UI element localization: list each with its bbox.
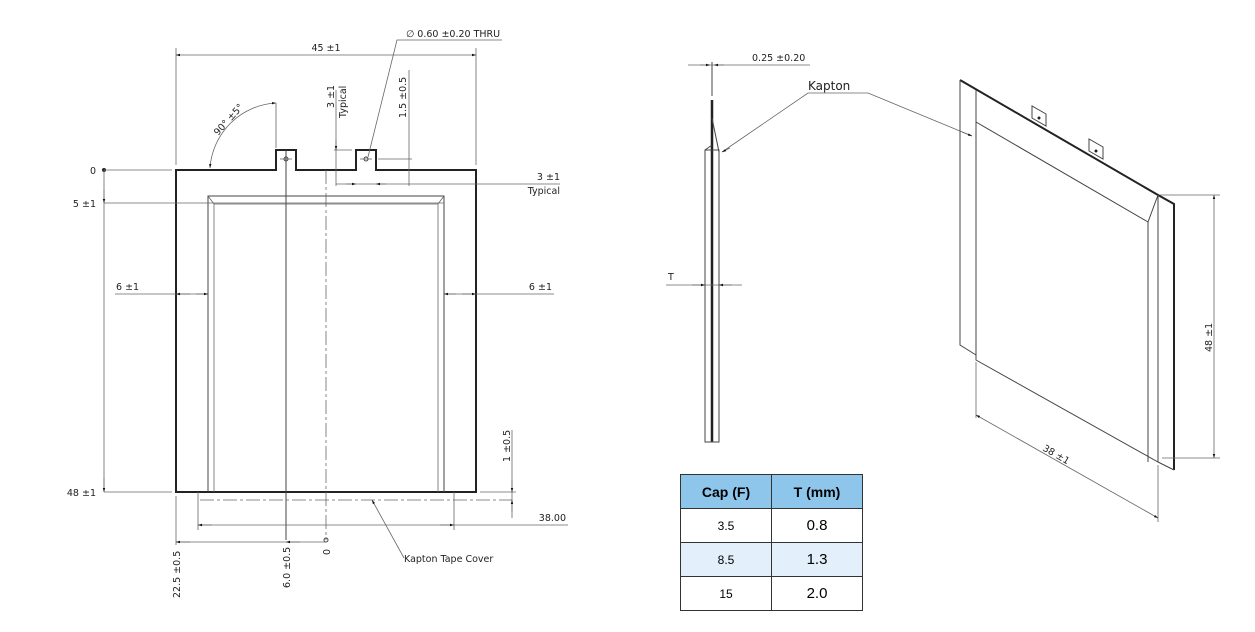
width-dim: 45 ±1 [311,43,340,54]
tape-width-dim: 38.00 [539,513,566,524]
side-view: 0.25 ±0.20 Kapton T [666,53,973,443]
tab-height-note: Typical [338,86,349,119]
thickness-label: T [667,272,674,283]
center-zero-label: 0 [322,549,333,555]
right-tab-pos-dim: 6.0 ±0.5 [282,547,293,588]
cap-cell: 8.5 [680,542,772,577]
thickness-top-dim: 0.25 ±0.20 [752,53,805,64]
tab-offset-dim: 1.5 ±0.5 [398,77,409,118]
capacity-table: Cap (F) T (mm) 3.5 0.8 8.5 1.3 15 2.0 [680,474,863,611]
height-dim: 48 ±1 [67,488,96,499]
origin-label: 0 [90,166,96,177]
front-view: 45 ±1 ∅ 0.60 ±0.20 THRU 90° ±5° 3 ±1 Typ… [67,29,568,598]
table-row: 3.5 0.8 [680,508,863,543]
table-header-row: Cap (F) T (mm) [680,474,863,509]
table-row: 8.5 1.3 [680,542,863,577]
iso-view: 48 ±1 38 ±1 [959,79,1220,522]
tab-height-dim: 3 ±1 [326,85,337,108]
left-tab-pos-dim: 22.5 ±0.5 [172,551,183,598]
iso-height-dim: 48 ±1 [1204,323,1215,352]
tab-width-note: Typical [527,186,560,197]
thickness-cell: 2.0 [771,576,863,611]
cap-cell: 15 [680,576,772,611]
left-margin-dim: 6 ±1 [116,282,139,293]
header-cap: Cap (F) [680,474,772,509]
cell-outline [175,149,477,493]
bottom-offset-dim: 1 ±0.5 [502,430,513,462]
header-thickness: T (mm) [771,474,863,509]
tape-callout: Kapton Tape Cover [404,554,493,565]
hole-dim: ∅ 0.60 ±0.20 THRU [406,29,500,40]
kapton-label: Kapton [808,79,850,93]
right-margin-dim: 6 ±1 [529,282,552,293]
thickness-cell: 0.8 [771,508,863,543]
table-row: 15 2.0 [680,576,863,611]
angle-dim: 90° ±5° [212,102,246,138]
cap-cell: 3.5 [680,508,772,543]
tab-hole-right [360,156,372,162]
iso-width-dim: 38 ±1 [1041,443,1072,467]
tab-width-dim: 3 ±1 [537,172,560,183]
thickness-cell: 1.3 [771,542,863,577]
top-margin-dim: 5 ±1 [73,199,96,210]
